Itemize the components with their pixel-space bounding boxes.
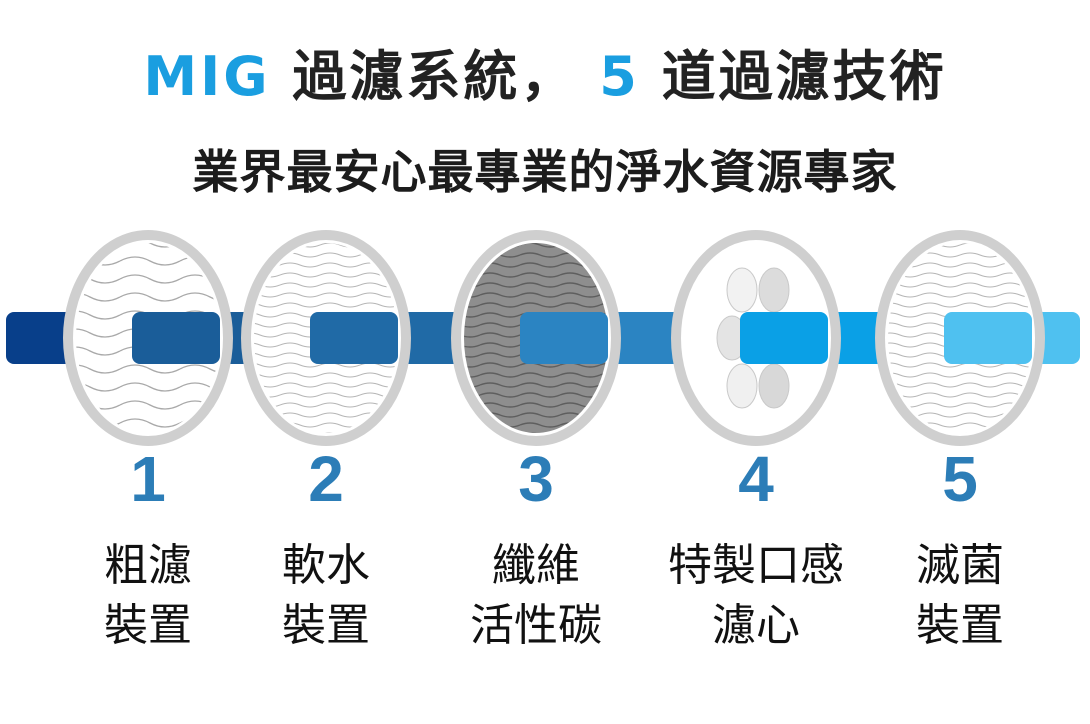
stage-number: 2 [308,443,344,515]
pipe-outlet [944,312,1032,364]
stage-label-line1: 特製口感 [668,540,844,591]
stage-label: 特製口感濾心 [656,536,856,656]
stage-label-line1: 纖維 [492,540,580,591]
stage-label-line1: 滅菌 [916,540,1004,591]
filter-bead [758,267,790,313]
stage-label-line2: 裝置 [104,600,192,651]
stage-number: 3 [518,443,554,515]
filter-bead [726,363,758,409]
brand-name: MIG [143,45,271,108]
page-subtitle: 業界最安心最專業的淨水資源專家 [192,145,898,199]
stage-label-line2: 裝置 [916,600,1004,651]
stage-label-line2: 裝置 [282,600,370,651]
title-end: 道過濾技術 [661,45,947,108]
stage-number: 5 [942,443,978,515]
pipe-outlet [310,312,398,364]
filter-bead [758,363,790,409]
pipe-outlet [132,312,220,364]
title-number: 5 [599,45,640,108]
stage-label-line1: 粗濾 [104,540,192,591]
stage-label: 滅菌裝置 [860,536,1060,656]
stage-label: 纖維活性碳 [436,536,636,656]
pipe-front-layer [132,312,1032,364]
title-main: 過濾系統， [292,45,578,108]
filter-bead [726,267,758,313]
stage-label-line2: 活性碳 [470,600,602,651]
stage-number: 4 [738,443,774,515]
stage-number: 1 [130,443,166,515]
stage-label-line1: 軟水 [282,540,370,591]
stage-label-line2: 濾心 [712,600,800,651]
pipe-outlet [740,312,828,364]
stage-label: 軟水裝置 [226,536,426,656]
pipe-outlet [520,312,608,364]
stage-label: 粗濾裝置 [48,536,248,656]
page-title: MIG 過濾系統， 5 道過濾技術 [0,32,1090,111]
